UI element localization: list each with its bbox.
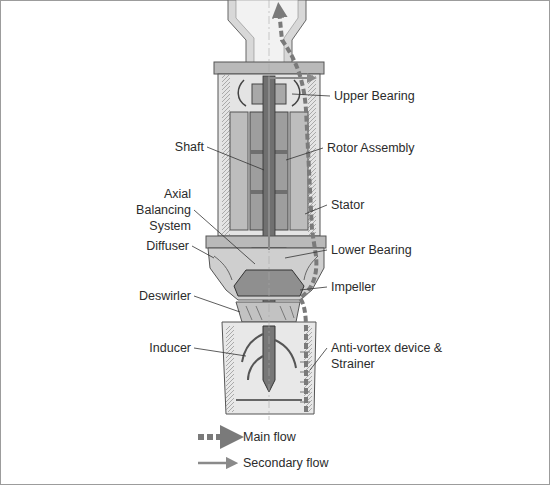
main-flow-path xyxy=(279,10,316,412)
legend-sample-secondary xyxy=(198,462,232,465)
outlet-bore xyxy=(236,0,298,66)
part-label: Inducer xyxy=(149,340,191,356)
part-label: Rotor Assembly xyxy=(327,140,415,156)
legend-text: Main flow xyxy=(243,429,296,445)
part-label: Upper Bearing xyxy=(334,88,415,104)
strainer xyxy=(300,352,310,402)
legend-text: Secondary flow xyxy=(243,455,328,471)
lower-flange xyxy=(206,236,326,248)
part-label: Deswirler xyxy=(139,288,191,304)
part-label: Impeller xyxy=(331,279,375,295)
part-label: Anti-vortex device & Strainer xyxy=(331,340,449,372)
part-label: Shaft xyxy=(175,139,204,155)
part-label: Lower Bearing xyxy=(331,242,412,258)
deswirler xyxy=(236,302,300,322)
part-label: Diffuser xyxy=(146,238,189,254)
legend-sample-main xyxy=(198,434,232,440)
part-label: Axial Balancing System xyxy=(129,186,191,234)
leader-lines xyxy=(192,94,330,370)
deswirler-vane xyxy=(246,306,294,320)
secondary-flow-path xyxy=(269,78,312,250)
stator xyxy=(230,112,248,230)
diffuser-casing xyxy=(208,248,324,300)
casing-wall xyxy=(226,326,234,412)
outlet-pipe xyxy=(228,0,306,66)
part-label: Stator xyxy=(331,197,364,213)
